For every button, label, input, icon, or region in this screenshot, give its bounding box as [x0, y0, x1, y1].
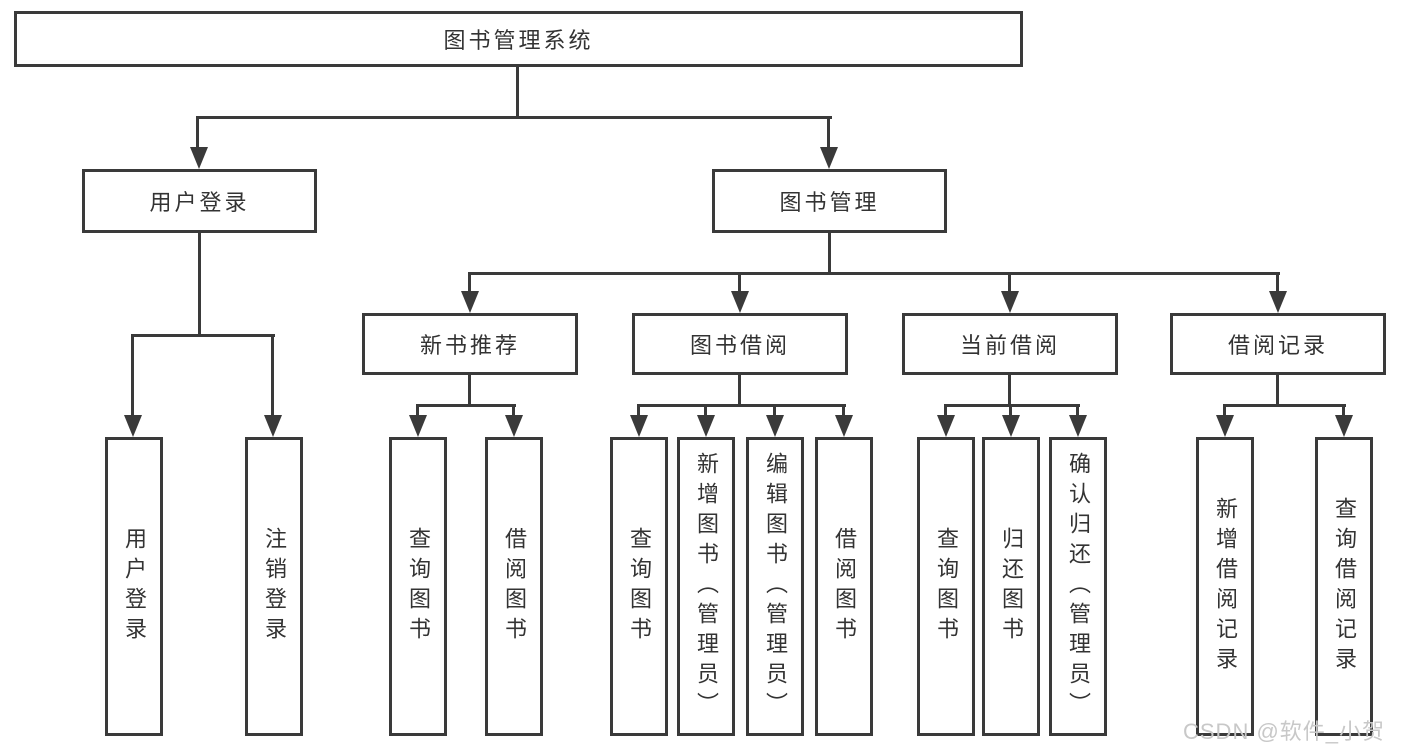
node-current-borrowing: 当前借阅	[902, 313, 1118, 375]
leaf-recommend-query-books: 查询图书	[389, 437, 447, 736]
node-borrowing-records: 借阅记录	[1170, 313, 1386, 375]
leaf-borrow-borrow-books: 借阅图书	[815, 437, 873, 736]
connector-line	[271, 334, 274, 419]
node-user-login: 用户登录	[82, 169, 317, 233]
connector-arrowhead	[697, 415, 715, 437]
connector-line	[704, 404, 707, 419]
node-book-borrowing: 图书借阅	[632, 313, 848, 375]
connector-arrowhead	[820, 147, 838, 169]
node-new-book-recommend: 新书推荐	[362, 313, 578, 375]
connector-arrowhead	[1335, 415, 1353, 437]
connector-line	[196, 116, 199, 150]
watermark-text: CSDN @软件_小贺同学	[1183, 719, 1386, 744]
connector-line	[944, 404, 947, 419]
leaf-borrow-query-books: 查询图书	[610, 437, 668, 736]
connector-line	[416, 404, 516, 407]
connector-arrowhead	[1002, 415, 1020, 437]
connector-line	[828, 231, 831, 275]
connector-line	[1276, 373, 1279, 407]
connector-line	[1342, 404, 1345, 419]
node-library-management-system: 图书管理系统	[14, 11, 1023, 67]
connector-arrowhead	[731, 291, 749, 313]
connector-line	[131, 334, 275, 337]
leaf-records-add-record: 新增借阅记录	[1196, 437, 1254, 736]
leaf-records-query-record: 查询借阅记录	[1315, 437, 1373, 736]
connector-line	[637, 404, 640, 419]
connector-line	[416, 404, 419, 419]
connector-line	[1076, 404, 1079, 419]
leaf-logout: 注销登录	[245, 437, 303, 736]
leaf-borrow-edit-books-admin: 编辑图书（管理员）	[746, 437, 804, 736]
connector-arrowhead	[505, 415, 523, 437]
connector-line	[1009, 404, 1012, 419]
connector-arrowhead	[264, 415, 282, 437]
connector-arrowhead	[630, 415, 648, 437]
connector-line	[773, 404, 776, 419]
connector-line	[637, 404, 846, 407]
connector-line	[1223, 404, 1226, 419]
leaf-current-confirm-return-admin: 确认归还（管理员）	[1049, 437, 1107, 736]
connector-line	[944, 404, 1080, 407]
connector-line	[131, 334, 134, 419]
connector-arrowhead	[461, 291, 479, 313]
connector-line	[1276, 272, 1279, 296]
leaf-current-return-books: 归还图书	[982, 437, 1040, 736]
connector-arrowhead	[409, 415, 427, 437]
node-book-management: 图书管理	[712, 169, 947, 233]
connector-line	[738, 373, 741, 407]
connector-line	[1223, 404, 1346, 407]
connector-line	[827, 116, 830, 150]
connector-arrowhead	[190, 147, 208, 169]
leaf-borrow-add-books-admin: 新增图书（管理员）	[677, 437, 735, 736]
connector-arrowhead	[1069, 415, 1087, 437]
connector-line	[1008, 272, 1011, 296]
connector-arrowhead	[1216, 415, 1234, 437]
connector-arrowhead	[766, 415, 784, 437]
connector-arrowhead	[1001, 291, 1019, 313]
connector-line	[198, 231, 201, 337]
connector-line	[196, 116, 832, 119]
leaf-recommend-borrow-books: 借阅图书	[485, 437, 543, 736]
connector-arrowhead	[1269, 291, 1287, 313]
connector-line	[468, 373, 471, 407]
connector-line	[468, 272, 1280, 275]
connector-line	[738, 272, 741, 296]
connector-line	[842, 404, 845, 419]
connector-arrowhead	[835, 415, 853, 437]
leaf-current-query-books: 查询图书	[917, 437, 975, 736]
connector-line	[512, 404, 515, 419]
leaf-user-login: 用户登录	[105, 437, 163, 736]
connector-arrowhead	[124, 415, 142, 437]
connector-line	[1008, 373, 1011, 407]
connector-arrowhead	[937, 415, 955, 437]
connector-line	[468, 272, 471, 296]
connector-line	[516, 65, 519, 119]
